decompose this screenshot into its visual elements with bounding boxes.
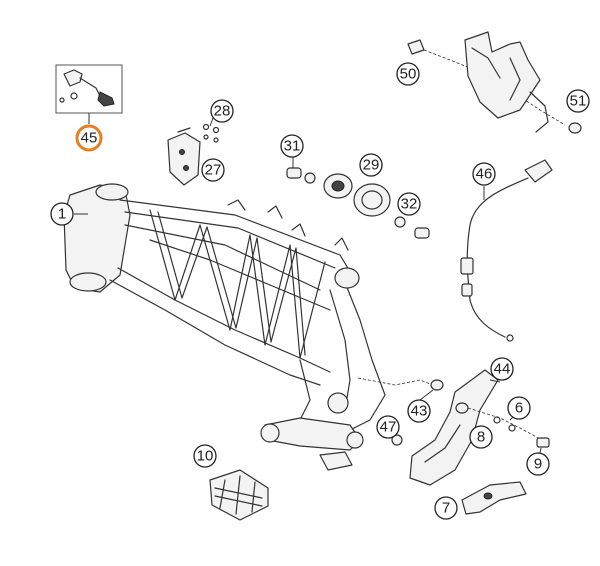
svg-text:47: 47: [380, 419, 397, 436]
callout-44: 44: [490, 357, 514, 381]
callout-47: 47: [376, 415, 400, 439]
callout-43: 43: [407, 399, 431, 423]
callout-1: 1: [50, 202, 74, 226]
callout-8: 8: [469, 425, 493, 449]
callout-9: 9: [526, 452, 550, 476]
callout-32: 32: [397, 192, 421, 216]
svg-text:27: 27: [205, 162, 222, 179]
chain-guide-part: [461, 481, 527, 515]
svg-text:10: 10: [197, 448, 214, 465]
footpeg-part: [209, 469, 269, 521]
mount-bracket-part: [167, 123, 220, 186]
svg-text:29: 29: [363, 157, 380, 174]
callout-27: 27: [201, 158, 225, 182]
callout-7: 7: [434, 496, 458, 520]
callout-28: 28: [210, 99, 234, 123]
callout-50: 50: [396, 62, 420, 86]
svg-text:45: 45: [81, 130, 98, 147]
lock-set-part: [55, 64, 123, 124]
callout-51: 51: [566, 89, 590, 113]
svg-text:43: 43: [411, 403, 428, 420]
cable-part: [460, 159, 553, 342]
svg-text:44: 44: [494, 361, 511, 378]
cap-parts: [286, 167, 430, 239]
svg-text:7: 7: [442, 500, 450, 517]
callout-6: 6: [507, 396, 531, 420]
svg-text:8: 8: [477, 429, 485, 446]
svg-text:1: 1: [58, 206, 66, 223]
callout-45: 45: [75, 124, 103, 152]
svg-text:51: 51: [570, 93, 587, 110]
svg-text:32: 32: [401, 196, 418, 213]
footrest-bracket-part: [357, 369, 550, 486]
svg-text:28: 28: [214, 103, 231, 120]
callout-31: 31: [280, 134, 304, 158]
callout-46: 46: [472, 162, 496, 186]
callout-10: 10: [193, 444, 217, 468]
callout-29: 29: [359, 153, 383, 177]
frame-part: [63, 183, 386, 471]
svg-text:9: 9: [534, 456, 542, 473]
rear-bracket-part: [407, 31, 582, 134]
svg-text:6: 6: [515, 400, 523, 417]
svg-text:46: 46: [476, 166, 493, 183]
svg-text:31: 31: [284, 138, 301, 155]
svg-text:50: 50: [400, 66, 417, 83]
